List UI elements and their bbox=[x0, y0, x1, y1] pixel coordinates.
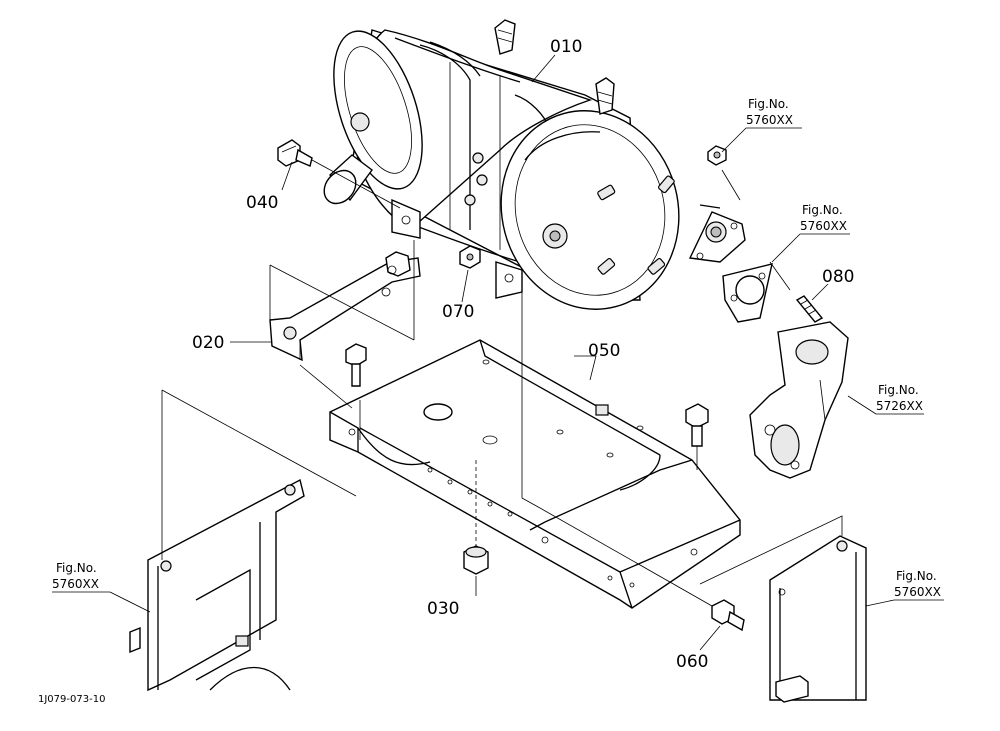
bolt-040 bbox=[277, 139, 313, 167]
figure-reference-2: Fig.No. 5760XX bbox=[800, 203, 847, 233]
figure-reference-1: Fig.No. 5760XX bbox=[746, 97, 793, 127]
dpf-muffler-assembly bbox=[323, 19, 746, 310]
fig-ref-number: 5760XX bbox=[52, 577, 99, 591]
fig-ref-title: Fig.No. bbox=[896, 569, 937, 583]
part-label-060: 060 bbox=[676, 652, 708, 672]
figure-reference-5: Fig.No. 5760XX bbox=[894, 569, 941, 599]
part-labels: 010 020 030 040 050 060 070 080 bbox=[192, 37, 854, 672]
gasket bbox=[722, 263, 773, 323]
stud-bolt bbox=[795, 295, 824, 323]
callout-leaders bbox=[52, 54, 944, 651]
fig-ref-title: Fig.No. bbox=[56, 561, 97, 575]
fig-ref-number: 5760XX bbox=[894, 585, 941, 599]
part-label-070: 070 bbox=[442, 302, 474, 322]
leader-lines bbox=[161, 159, 843, 607]
bolt-060 bbox=[711, 599, 745, 632]
part-label-010: 010 bbox=[550, 37, 582, 57]
left-frame-bracket bbox=[129, 478, 305, 692]
bolt-030 bbox=[463, 545, 489, 575]
right-frame-bracket bbox=[769, 535, 867, 703]
part-label-030: 030 bbox=[427, 599, 459, 619]
bracket-020 bbox=[269, 251, 421, 362]
flange-nut bbox=[707, 145, 727, 166]
fig-ref-number: 5760XX bbox=[800, 219, 847, 233]
fig-ref-number: 5726XX bbox=[876, 399, 923, 413]
fig-ref-title: Fig.No. bbox=[878, 383, 919, 397]
base-plate-050 bbox=[329, 339, 741, 609]
base-bolt bbox=[685, 403, 709, 447]
bracket-bolt bbox=[345, 343, 367, 387]
drawing-code: 1J079-073-10 bbox=[38, 694, 105, 705]
part-label-080: 080 bbox=[822, 267, 854, 287]
exhaust-elbow bbox=[749, 321, 849, 479]
figure-reference-4: Fig.No. 5760XX bbox=[52, 561, 99, 591]
part-label-040: 040 bbox=[246, 193, 278, 213]
nut-070 bbox=[459, 245, 481, 269]
fig-ref-title: Fig.No. bbox=[748, 97, 789, 111]
figure-reference-3: Fig.No. 5726XX bbox=[876, 383, 923, 413]
part-label-050: 050 bbox=[588, 341, 620, 361]
fig-ref-title: Fig.No. bbox=[802, 203, 843, 217]
fig-ref-number: 5760XX bbox=[746, 113, 793, 127]
part-label-020: 020 bbox=[192, 333, 224, 353]
